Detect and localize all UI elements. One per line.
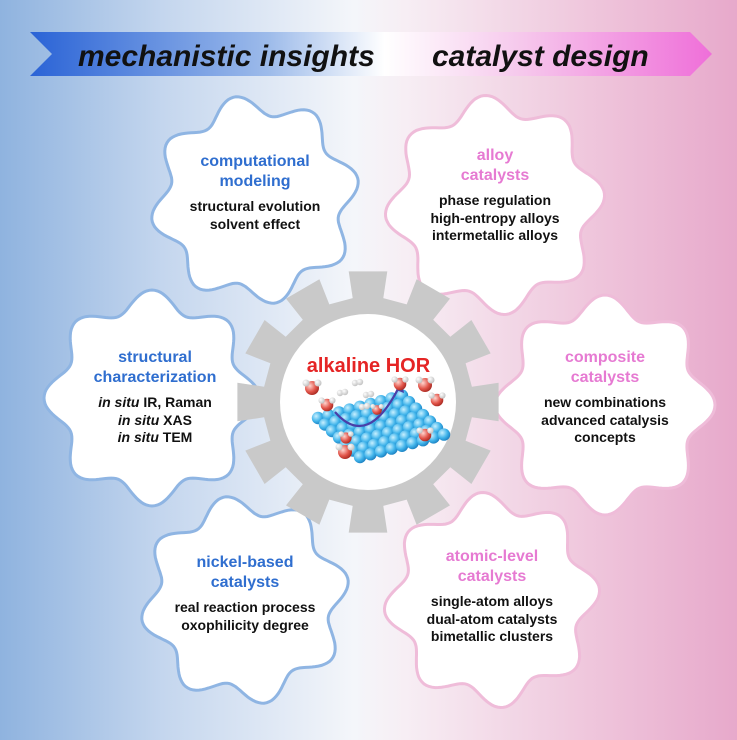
gear-nickel-item: real reaction process [174, 599, 316, 615]
gear-structural-item: in situ IR, Raman [98, 394, 212, 410]
hydrogen-molecule [336, 388, 349, 397]
water-molecule [318, 397, 336, 412]
hydrogen-atom [427, 427, 434, 434]
hydrogen-atom [367, 390, 375, 398]
hydrogen-atom [358, 403, 366, 411]
water-molecule [370, 404, 384, 415]
hydrogen-atom [370, 404, 376, 409]
gear-structural-item: in situ XAS [118, 411, 192, 428]
gear-structural-text: structural characterization in situ IR, … [50, 348, 260, 447]
hydrogen-atom [329, 397, 336, 404]
hydrogen-atom [335, 443, 343, 451]
hydrogen-atom [378, 404, 384, 409]
gear-computational-text: computational modeling structural evolut… [150, 152, 360, 233]
gear-computational-item: structural evolution [189, 198, 321, 214]
water-molecule [391, 376, 409, 391]
water-molecule [415, 376, 435, 392]
gear-alloy-title-2: catalysts [460, 167, 530, 184]
gear-atomic-title-2: catalysts [457, 568, 527, 585]
water-molecule [428, 392, 446, 407]
water-molecule [302, 379, 322, 395]
gear-nickel-title-1: nickel-based [196, 554, 294, 571]
gear-structural-outline [42, 288, 262, 508]
water-molecule [338, 431, 354, 444]
water-molecule [416, 427, 434, 442]
surface-atom [364, 448, 377, 461]
gear-computational-item: solvent effect [209, 215, 301, 232]
hydrogen-atom [338, 431, 345, 437]
gear-computational-title-1: computational [200, 153, 310, 170]
gear-computational-title-2: modeling [219, 173, 291, 190]
gear-structural-title-2: characterization [93, 369, 217, 386]
gear-computational-outline [150, 95, 360, 305]
surface-atom [406, 436, 419, 450]
gear-composite-text: composite catalysts new combinations adv… [500, 348, 710, 447]
gear-atomic-outline [382, 490, 602, 710]
gear-atomic-item: bimetallic clusters [430, 628, 554, 644]
hydrogen-atom [314, 379, 322, 387]
gear-structural-item: in situ TEM [117, 429, 193, 445]
surface-atom [437, 428, 451, 441]
hydrogen-atom [439, 392, 446, 399]
gear-composite-title-2: catalysts [570, 369, 640, 386]
gear-atomic-title-1: atomic-level [445, 548, 539, 565]
banner-right-label: catalyst design [432, 40, 649, 73]
gear-nickel-title-2: catalysts [210, 574, 280, 591]
reaction-arrow [334, 384, 401, 428]
gear-alloy-title-1: alloy [476, 147, 514, 164]
hydrogen-atom [402, 376, 409, 383]
surface-atom [385, 442, 398, 455]
hydrogen-atom [415, 376, 423, 384]
gear-atomic-text: atomic-level catalysts single-atom alloy… [382, 547, 602, 646]
gear-nickel-item: oxophilicity degree [181, 616, 309, 633]
surface-atom [374, 445, 388, 458]
gear-nickel-text: nickel-based catalysts real reaction pro… [140, 553, 350, 634]
banner-left-label: mechanistic insights [78, 40, 375, 73]
gear-composite-item: concepts [574, 429, 636, 445]
hydrogen-molecule [358, 402, 371, 411]
gear-atomic-item: single-atom alloys [430, 593, 554, 609]
center-title: alkaline HOR [306, 355, 431, 377]
banner-arrow [30, 32, 712, 76]
hydrogen-atom [336, 389, 344, 397]
gear-composite-item: advanced catalysis [541, 411, 669, 428]
hydrogen-molecule [351, 378, 364, 387]
gear-alloy-item: intermetallic alloys [431, 227, 559, 243]
hydrogen-atom [427, 376, 435, 384]
hydrogen-atom [302, 379, 310, 387]
hydrogen-atom [362, 391, 370, 399]
surface-atom [395, 439, 409, 452]
gear-structural-title-1: structural [118, 349, 192, 366]
water-molecule [335, 443, 355, 459]
hydrogen-atom [356, 378, 364, 386]
hydrogen-atom [428, 392, 435, 399]
hydrogen-atom [391, 376, 398, 383]
gear-composite-title-1: composite [564, 349, 645, 366]
hydrogen-atom [351, 379, 359, 387]
gear-alloy-outline [383, 93, 607, 317]
gear-alloy-item: phase regulation [438, 192, 552, 208]
surface-atom [353, 450, 367, 464]
hydrogen-atom [341, 388, 349, 396]
gear-alloy-item: high-entropy alloys [430, 209, 560, 226]
hydrogen-atom [318, 397, 325, 404]
gear-atomic-item: dual-atom catalysts [426, 610, 558, 627]
gear-composite-item: new combinations [543, 394, 667, 410]
hydrogen-atom [416, 427, 423, 434]
hydrogen-molecule [362, 390, 375, 399]
hydrogen-atom [363, 402, 371, 410]
hydrogen-atom [348, 431, 354, 437]
gear-alloy-text: alloy catalysts phase regulation high-en… [385, 146, 605, 245]
hydrogen-atom [347, 443, 355, 451]
